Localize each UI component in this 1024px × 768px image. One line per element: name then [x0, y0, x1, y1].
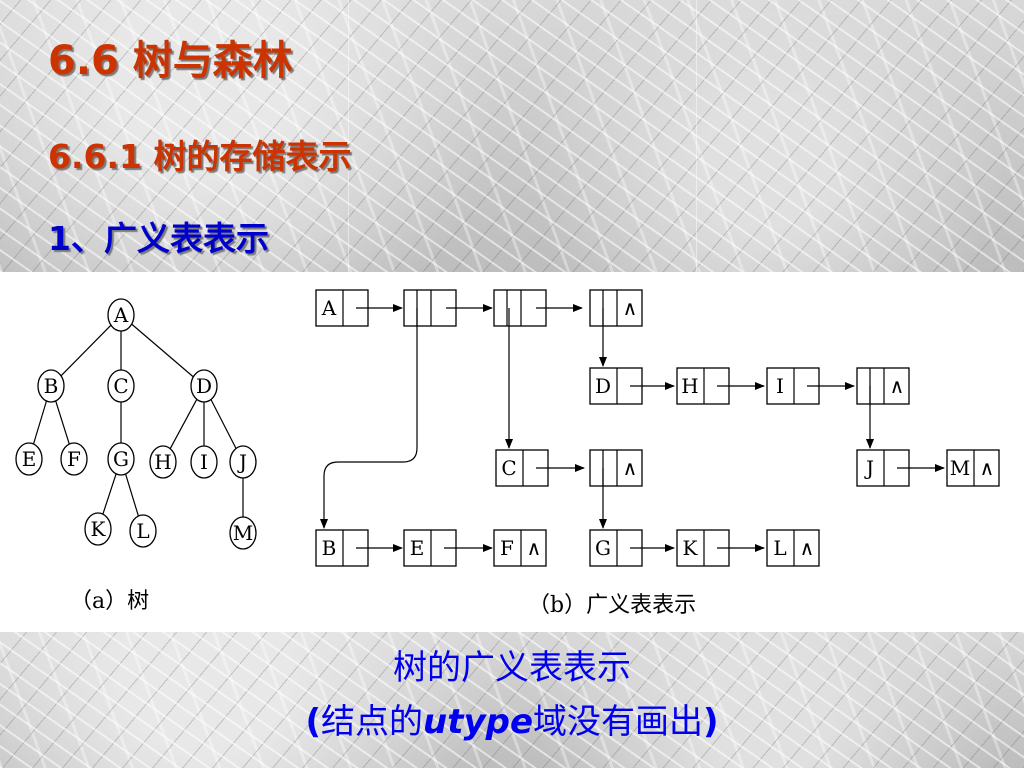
tree-node-label: B [44, 374, 59, 398]
generalized-list-diagram: A ∧ D H I ∧ C ∧ J M ∧ B E F ∧ G K L ∧ [315, 289, 1000, 567]
tile-seam [348, 0, 349, 272]
figure-a-caption: （a）树 [70, 589, 149, 614]
tree-node-label: M [233, 521, 253, 545]
figure-panel: A B C D E F G H I J K L M A ∧ D H I ∧ C ∧ J M ∧ B E F ∧ G K L ∧ （a）树 （… [0, 272, 1024, 632]
figure-svg: A B C D E F G H I J K L M A ∧ D H I ∧ C ∧ J M ∧ B E F ∧ G K L ∧ （a）树 （… [15, 289, 1000, 618]
tile-seam [696, 0, 697, 272]
tree-node-label: H [154, 450, 171, 474]
tree-diagram: A B C D E F G H I J K L M [15, 298, 257, 550]
tree-node-label: E [22, 447, 37, 471]
tree-node [107, 442, 135, 476]
tree-edge [32, 400, 48, 445]
tree-node [15, 442, 43, 476]
list-node-box [946, 449, 1000, 487]
list-node-box [856, 367, 910, 405]
null-symbol: ∧ [623, 296, 638, 320]
tree-edge [60, 324, 112, 377]
tree-node [107, 369, 135, 403]
list-node-label: J [864, 456, 874, 480]
list-node-label: F [500, 536, 514, 560]
figure-b-caption: （b）广义表表示 [528, 593, 696, 618]
tree-node [229, 516, 257, 550]
tree-node-label: J [237, 450, 247, 474]
null-symbol: ∧ [890, 374, 905, 398]
tree-node-label: L [136, 519, 149, 543]
tree-edge [102, 473, 117, 515]
slide-heading: 1、广义表表示 [48, 219, 269, 258]
list-node-label: H [681, 374, 698, 398]
list-node-label: D [595, 374, 611, 398]
list-node-box [493, 529, 547, 567]
caption-text-1: 结点的 [320, 702, 423, 742]
list-node-label: C [501, 456, 516, 480]
list-node-box [766, 529, 820, 567]
list-node-label: I [776, 374, 784, 398]
tree-node-label: I [200, 450, 208, 474]
list-link-arrow [320, 308, 418, 529]
caption-paren-close: ) [703, 702, 719, 742]
tree-node-label: K [91, 517, 107, 541]
list-node-label: A [321, 296, 337, 320]
null-symbol: ∧ [623, 456, 638, 480]
null-symbol: ∧ [800, 536, 815, 560]
tree-node-label: G [113, 447, 129, 471]
tree-node [229, 445, 257, 479]
tree-edge [125, 473, 139, 517]
caption-text-2: 域没有画出 [533, 702, 704, 742]
marble-background-top [0, 0, 1024, 272]
tree-node [60, 442, 88, 476]
tree-node [107, 298, 135, 332]
list-node-label: E [410, 536, 425, 560]
slide-title: 6.6 树与森林 [48, 38, 293, 84]
tree-edge [55, 400, 70, 445]
list-node-label: L [773, 536, 786, 560]
caption-line1: 树的广义表表示 [393, 648, 631, 688]
caption-line2: (结点的utype域没有画出) [0, 694, 1024, 743]
null-symbol: ∧ [527, 536, 542, 560]
tree-node [190, 445, 218, 479]
tree-node [129, 514, 157, 548]
tree-edge [169, 399, 198, 449]
tree-node-label: A [113, 303, 129, 327]
caption-utype: utype [422, 702, 534, 742]
tree-node [84, 512, 112, 546]
list-node-box [589, 449, 643, 487]
tree-node-label: F [67, 447, 81, 471]
list-node-label: K [683, 536, 699, 560]
tree-edge [210, 399, 237, 449]
list-node-label: G [595, 536, 611, 560]
list-node-box [589, 289, 643, 327]
tree-node [37, 369, 65, 403]
marble-background-bottom [0, 632, 1024, 768]
null-symbol: ∧ [980, 456, 995, 480]
slide-subtitle: 6.6.1 树的存储表示 [48, 137, 352, 176]
tree-node [149, 445, 177, 479]
tree-node-label: C [113, 374, 128, 398]
tree-edge [131, 323, 194, 378]
tree-node-label: D [196, 374, 212, 398]
tree-node [190, 369, 218, 403]
list-node-label: B [322, 536, 337, 560]
caption-paren-open: ( [305, 702, 321, 742]
list-node-label: M [950, 456, 970, 480]
